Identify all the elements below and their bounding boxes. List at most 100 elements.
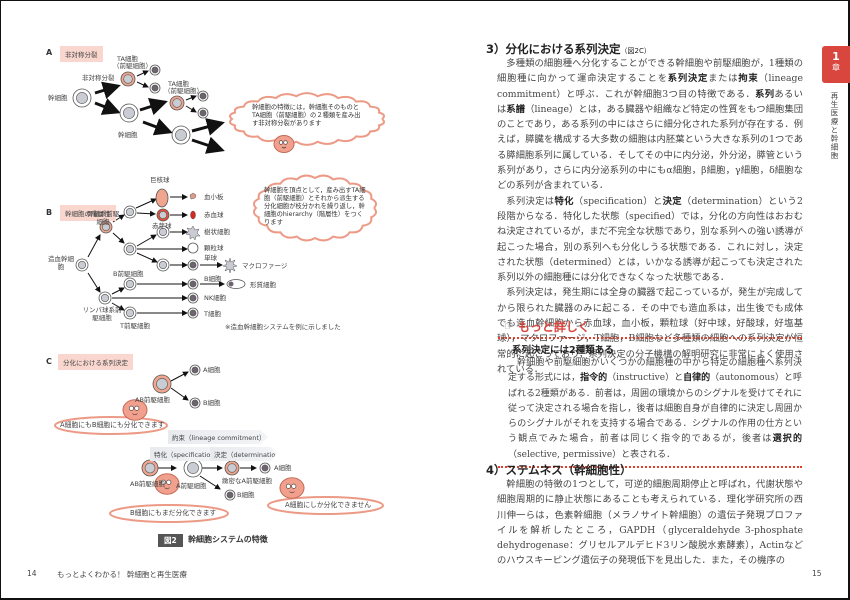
- label-b-cell: B細胞: [204, 275, 222, 283]
- mascot-mouth-icon: [164, 487, 170, 490]
- mascot-eye-icon: [283, 140, 288, 145]
- cloud-text-a: 幹細胞の特徴には，幹細胞そのものとTA細胞（前駆細胞）の２種類を産み出す非対称分…: [252, 104, 361, 127]
- more-details-title: もっと詳しく: [517, 320, 590, 334]
- cell-nucleus: [199, 109, 207, 117]
- chapter-tab[interactable]: 1 章: [822, 46, 850, 83]
- text-run: 系列決定は: [506, 195, 555, 207]
- cell-nucleus: [125, 207, 135, 217]
- label-a-progenitor: A前駆細胞: [176, 482, 207, 490]
- cell-nucleus: [158, 210, 168, 220]
- mascot-eye-icon: [166, 479, 172, 485]
- chapter-title: 再生医療と幹細胞: [830, 92, 839, 160]
- cell-nucleus: [123, 74, 133, 84]
- cell-nucleus: [125, 244, 135, 254]
- text-run: あるいは: [497, 88, 803, 115]
- label-stem-cell: 幹細胞: [118, 131, 138, 139]
- label-erythroblast: 赤芽球: [152, 222, 172, 230]
- page-number-right: 15: [812, 569, 822, 578]
- label-plasma-cell: 形質細胞: [250, 281, 276, 289]
- bold-term: 決定: [662, 195, 682, 207]
- text-run: （instructive）と: [607, 373, 684, 384]
- cell-nucleus: [189, 294, 197, 302]
- cell-nucleus: [76, 92, 88, 104]
- cell-nucleus: [156, 378, 168, 390]
- label-megakaryocyte: 巨核球: [150, 176, 170, 184]
- section-4-body: 幹細胞の特徴の1つとして，可逆的細胞周期停止と呼ばれ，代謝状態や細胞周期的に静止…: [497, 477, 803, 569]
- arrow: [142, 118, 173, 136]
- label-t-cell: T細胞: [204, 310, 221, 318]
- label-a-cell: A細胞: [274, 464, 292, 472]
- cloud-text-b: 幹細胞を頂点として，産み出すTA細胞（前駆細胞）とそれから派生する分化細胞が枝分…: [264, 187, 366, 226]
- bubble-text-1: A細胞にもB細胞にも分化できます: [60, 421, 165, 429]
- section-4-heading: 4）ステムネス（幹細胞性）: [486, 463, 632, 477]
- cell-nucleus: [189, 280, 197, 288]
- section-3-body: 多種類の細胞種へ分化することができる幹細胞や前駆細胞が，1種類の細胞種に向かって…: [497, 56, 803, 377]
- arrow: [94, 98, 121, 115]
- more-details-subtitle: 系列決定には2種類ある: [512, 345, 614, 356]
- text-run: 幹細胞や前駆細胞がいくつかの細胞種の中から特定の細胞種へ系列決定する形式には，: [508, 358, 802, 384]
- section-b-title: 幹細胞の階層性: [60, 205, 116, 221]
- book-title: もっとよくわかる！ 幹細胞と再生医療: [57, 570, 187, 579]
- arrow: [185, 95, 197, 101]
- cell-nucleus: [191, 399, 199, 407]
- cell-nucleus: [151, 84, 159, 92]
- label-stem-cell: 幹細胞: [48, 94, 68, 102]
- cell-nucleus: [175, 129, 187, 141]
- text-run: （autonomous）と呼ばれる2種類がある．前者は，周囲の環境からのシグナル…: [508, 373, 802, 445]
- label-monocyte: 単球: [204, 254, 217, 262]
- label-platelet: 血小板: [204, 193, 224, 201]
- label-dense-a-progenitor: 緻密なA前駆細胞: [222, 477, 272, 485]
- label-dendritic: 樹状細胞: [204, 228, 230, 236]
- cell-nucleus: [123, 107, 135, 119]
- speech-bubble: [54, 416, 168, 435]
- cell-nucleus: [125, 279, 135, 289]
- label-ta-cell: TA細胞: [117, 55, 138, 63]
- cell-nucleus: [187, 462, 199, 474]
- heading-text: 3）分化における系列決定: [486, 42, 621, 56]
- pointing-hand-icon: ☞: [504, 320, 514, 333]
- label-hsc: 造血幹細胞: [48, 255, 74, 271]
- paragraph: 幹細胞の特徴の1つとして，可逆的細胞周期停止と呼ばれ，代謝状態や細胞周期的に静止…: [497, 477, 803, 569]
- text-run: または: [708, 73, 739, 85]
- section-b-letter: B: [46, 208, 53, 217]
- chapter-unit: 章: [832, 63, 840, 72]
- label-nk-cell: NK細胞: [204, 294, 227, 302]
- bold-term: 拘束: [738, 73, 759, 85]
- cell-nucleus: [227, 463, 237, 473]
- mascot-eye-icon: [128, 405, 134, 411]
- mascot-eye-icon: [160, 479, 166, 485]
- mascot-mouth-icon: [289, 491, 295, 494]
- figure-note: ※造血幹細胞システムを例に示しました: [225, 323, 341, 331]
- text-run: （lineage）とは，ある臓器や組織など特定の性質をもつ細胞集団のことであり，…: [497, 103, 803, 192]
- text-run: （selective, permissive）と表される．: [508, 449, 676, 460]
- arrow: [136, 70, 149, 77]
- label-macrophage: マクロファージ: [242, 262, 288, 270]
- speech-bubble: [267, 496, 384, 515]
- divider: [498, 466, 802, 469]
- mascot-face-icon: [279, 477, 305, 499]
- label-ab-progenitor: AB前駆細胞: [130, 480, 165, 488]
- speech-bubble: [109, 504, 229, 523]
- bubble-text-3: A細胞にしか分化できません: [285, 501, 372, 509]
- cell-nucleus: [199, 92, 207, 100]
- figure-reference: （図2C）: [620, 47, 651, 55]
- plasma-cell-nucleus: [228, 281, 234, 287]
- cell-nucleus: [125, 308, 135, 318]
- cell-nucleus: [191, 366, 199, 374]
- label-ta-cell-sub: （前駆細胞）: [113, 62, 152, 70]
- label-asym-division: 非対称分裂: [82, 74, 115, 82]
- mascot-eye-icon: [134, 405, 140, 411]
- arrow: [191, 118, 225, 136]
- bold-term: 系列: [755, 88, 775, 100]
- bold-term: 選択的: [772, 434, 802, 445]
- determination-banner: 決定（determination）: [210, 447, 276, 461]
- mascot-mouth-icon: [281, 146, 287, 149]
- figure-2-diagram: [54, 64, 385, 523]
- platelet-icon: [189, 192, 197, 200]
- cell-nucleus: [189, 261, 197, 269]
- commitment-banner: 約束（lineage commitment）: [168, 430, 268, 444]
- label-lymphoid-progenitor: リンパ球系前駆細胞: [82, 306, 122, 322]
- paragraph: 多種類の細胞種へ分化することができる幹細胞や前駆細胞が，1種類の細胞種に向かって…: [497, 56, 803, 194]
- label-ab-progenitor: AB前駆細胞: [135, 396, 170, 404]
